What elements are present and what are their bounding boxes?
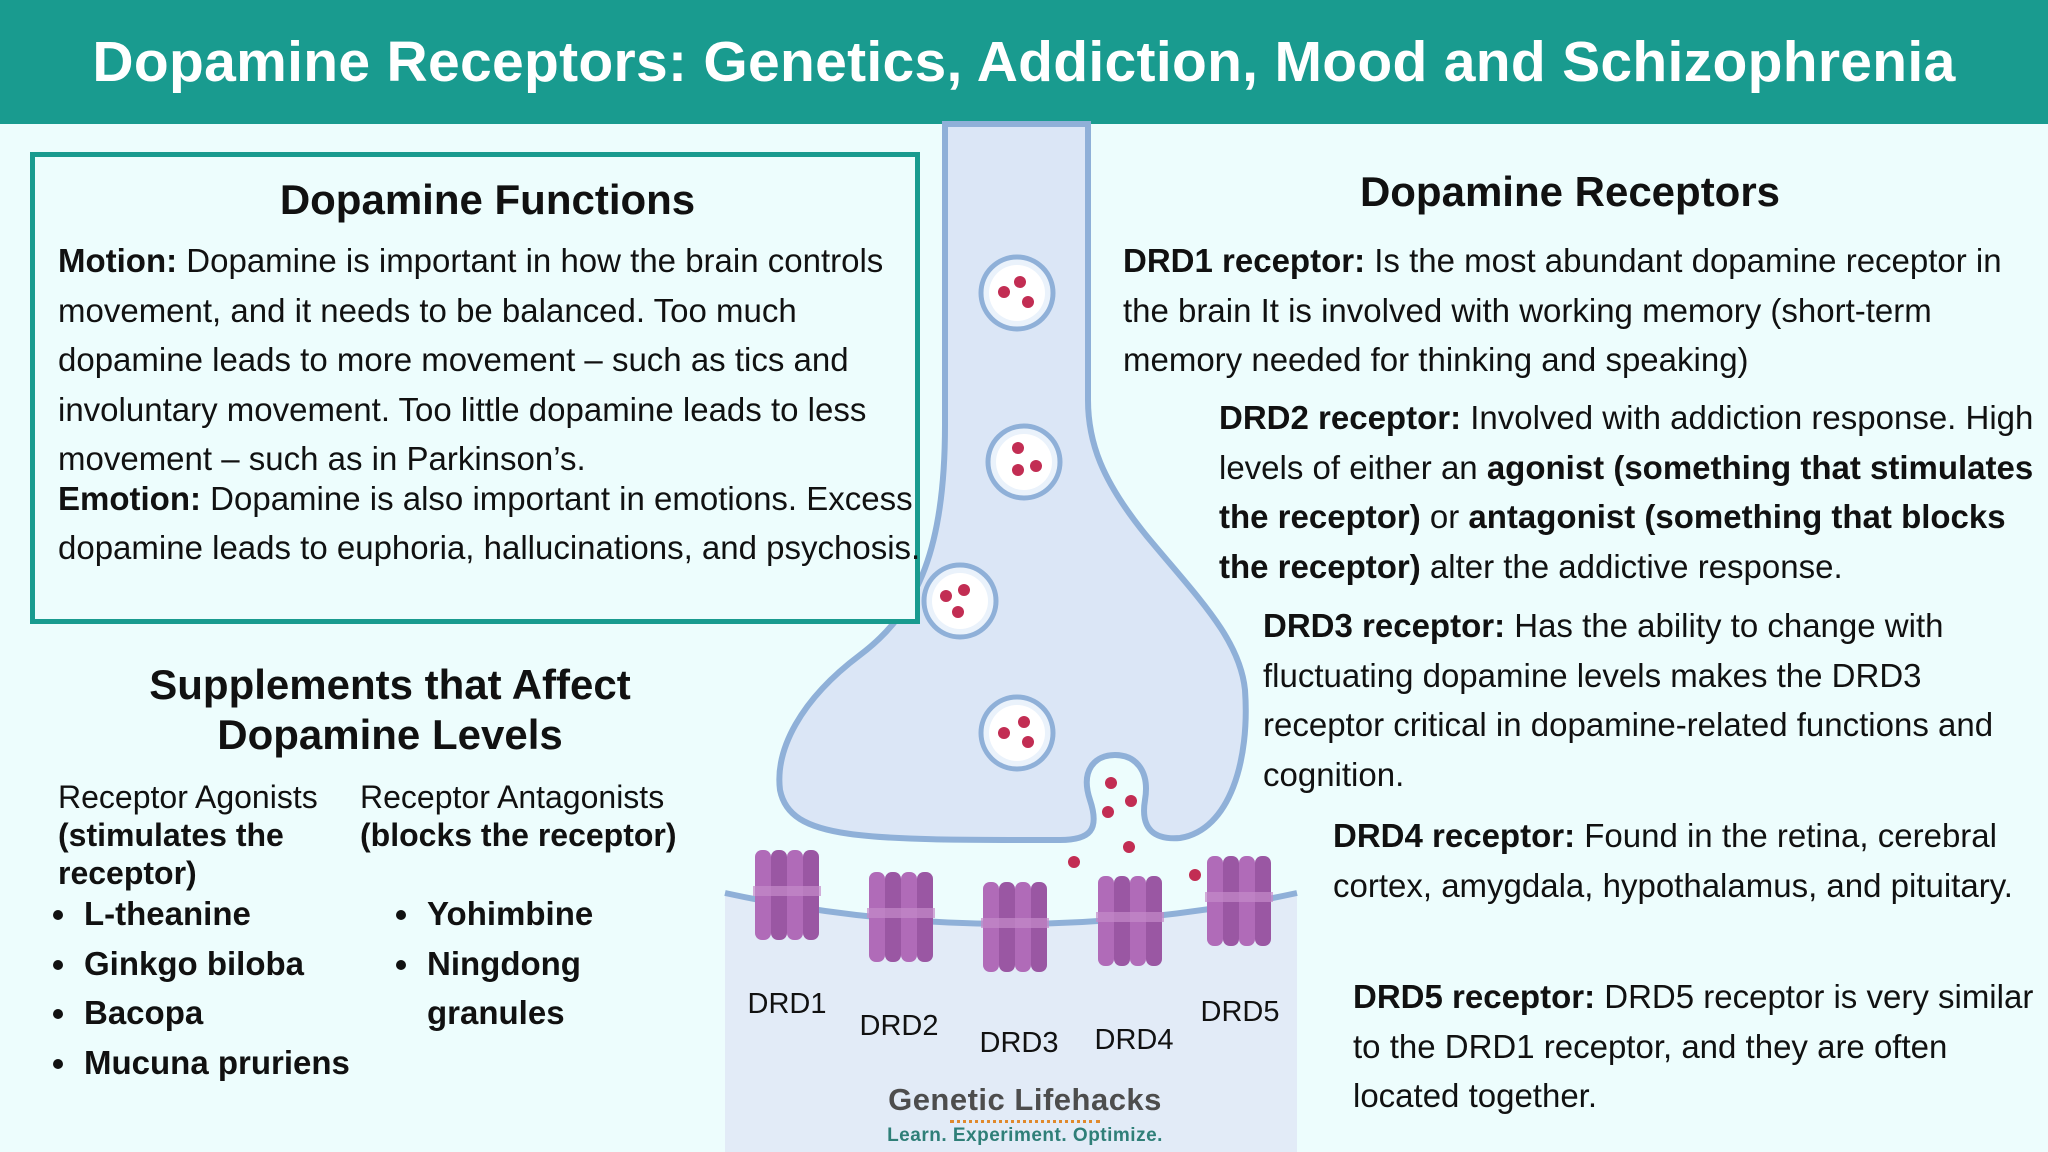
agonists-subheading: (stimulates the receptor) <box>58 817 284 891</box>
logo-name: Genetic Lifehacks <box>888 1082 1162 1117</box>
logo-divider <box>950 1120 1100 1123</box>
list-item: L-theanine <box>80 889 400 939</box>
drd5-text: DRD5 receptor is very similar to the DRD… <box>1353 978 2034 1114</box>
drd2-paragraph: DRD2 receptor: Involved with addiction r… <box>1219 393 2034 591</box>
receptor-drd2 <box>867 872 935 962</box>
list-item: Bacopa <box>80 988 400 1038</box>
page-title: Dopamine Receptors: Genetics, Addiction,… <box>92 30 1956 94</box>
vesicle <box>985 423 1063 501</box>
functions-box <box>30 152 920 624</box>
drd3-text: Has the ability to change with fluctuati… <box>1263 607 1994 793</box>
antagonists-list: Yohimbine Ningdong granules <box>395 889 653 1038</box>
drd4-label: DRD4 receptor: <box>1333 817 1576 854</box>
motion-paragraph: Motion: Dopamine is important in how the… <box>58 236 928 484</box>
vesicle <box>978 694 1056 772</box>
drd1-label: DRD1 receptor: <box>1123 242 1366 279</box>
drd3-paragraph: DRD3 receptor: Has the ability to change… <box>1263 601 2033 799</box>
vesicle <box>978 254 1056 332</box>
list-item: Ningdong granules <box>423 939 653 1038</box>
functions-text: Motion: Dopamine is important in how the… <box>58 236 928 573</box>
motion-label: Motion: <box>58 242 178 279</box>
drd3-label: DRD3 receptor: <box>1263 607 1506 644</box>
drd4-paragraph: DRD4 receptor: Found in the retina, cere… <box>1333 811 2023 910</box>
drd4-text: Found in the retina, cerebral cortex, am… <box>1333 817 2013 904</box>
receptor-label: DRD4 <box>1095 1024 1174 1056</box>
emotion-paragraph: Emotion: Dopamine is also important in e… <box>58 474 928 573</box>
list-item: Yohimbine <box>423 889 653 939</box>
receptor-label: DRD3 <box>980 1027 1059 1059</box>
receptor-drd4 <box>1096 876 1164 966</box>
header-banner: Dopamine Receptors: Genetics, Addiction,… <box>0 0 2048 124</box>
logo-tagline: Learn. Experiment. Optimize. <box>887 1125 1163 1146</box>
list-item: Ginkgo biloba <box>80 939 400 989</box>
drd2-label: DRD2 receptor: <box>1219 399 1462 436</box>
agonists-list: L-theanine Ginkgo biloba Bacopa Mucuna p… <box>52 889 400 1087</box>
emotion-text: Dopamine is also important in emotions. … <box>58 479 921 567</box>
receptor-drd3 <box>981 882 1049 972</box>
antagonists-heading-text: Receptor Antagonists <box>360 779 665 815</box>
drd2-agonist: agonist (something that stimulates the r… <box>1219 448 2034 536</box>
drd1-text: Is the most abundant dopamine receptor i… <box>1123 242 2002 378</box>
receptor-label: DRD5 <box>1201 996 1280 1028</box>
receptor-label: DRD1 <box>748 988 827 1020</box>
supplements-title: Supplements that Affect Dopamine Levels <box>149 661 631 758</box>
receptor-drd1 <box>753 850 821 940</box>
agonists-heading: Receptor Agonists (stimulates the recept… <box>58 778 358 892</box>
drd5-paragraph: DRD5 receptor: DRD5 receptor is very sim… <box>1353 972 2038 1121</box>
drd2-text-b: or <box>1420 498 1469 535</box>
drd2-text-c: alter the addictive response. <box>1420 547 1843 585</box>
list-item: Mucuna pruriens <box>80 1038 400 1088</box>
brand-logo: Genetic Lifehacks Learn. Experiment. Opt… <box>870 1082 1180 1147</box>
drd2-antagonist: antagonist (something that blocks the re… <box>1219 498 2006 585</box>
vesicle <box>921 562 999 640</box>
receptors-title: Dopamine Receptors <box>1359 168 1781 215</box>
receptor-drd5 <box>1205 856 1273 946</box>
receptor-label: DRD2 <box>860 1010 939 1042</box>
antagonists-heading: Receptor Antagonists (blocks the recepto… <box>360 778 700 854</box>
drd1-paragraph: DRD1 receptor: Is the most abundant dopa… <box>1123 236 2028 385</box>
emotion-label: Emotion: <box>58 479 201 517</box>
drd5-label: DRD5 receptor: <box>1353 978 1596 1015</box>
functions-title: Dopamine Functions <box>279 176 696 223</box>
antagonists-subheading: (blocks the receptor) <box>360 817 677 853</box>
drd2-text-a: Involved with addiction response. High l… <box>1219 399 2034 486</box>
agonists-heading-text: Receptor Agonists <box>58 779 318 815</box>
motion-text: Dopamine is important in how the brain c… <box>58 242 884 477</box>
